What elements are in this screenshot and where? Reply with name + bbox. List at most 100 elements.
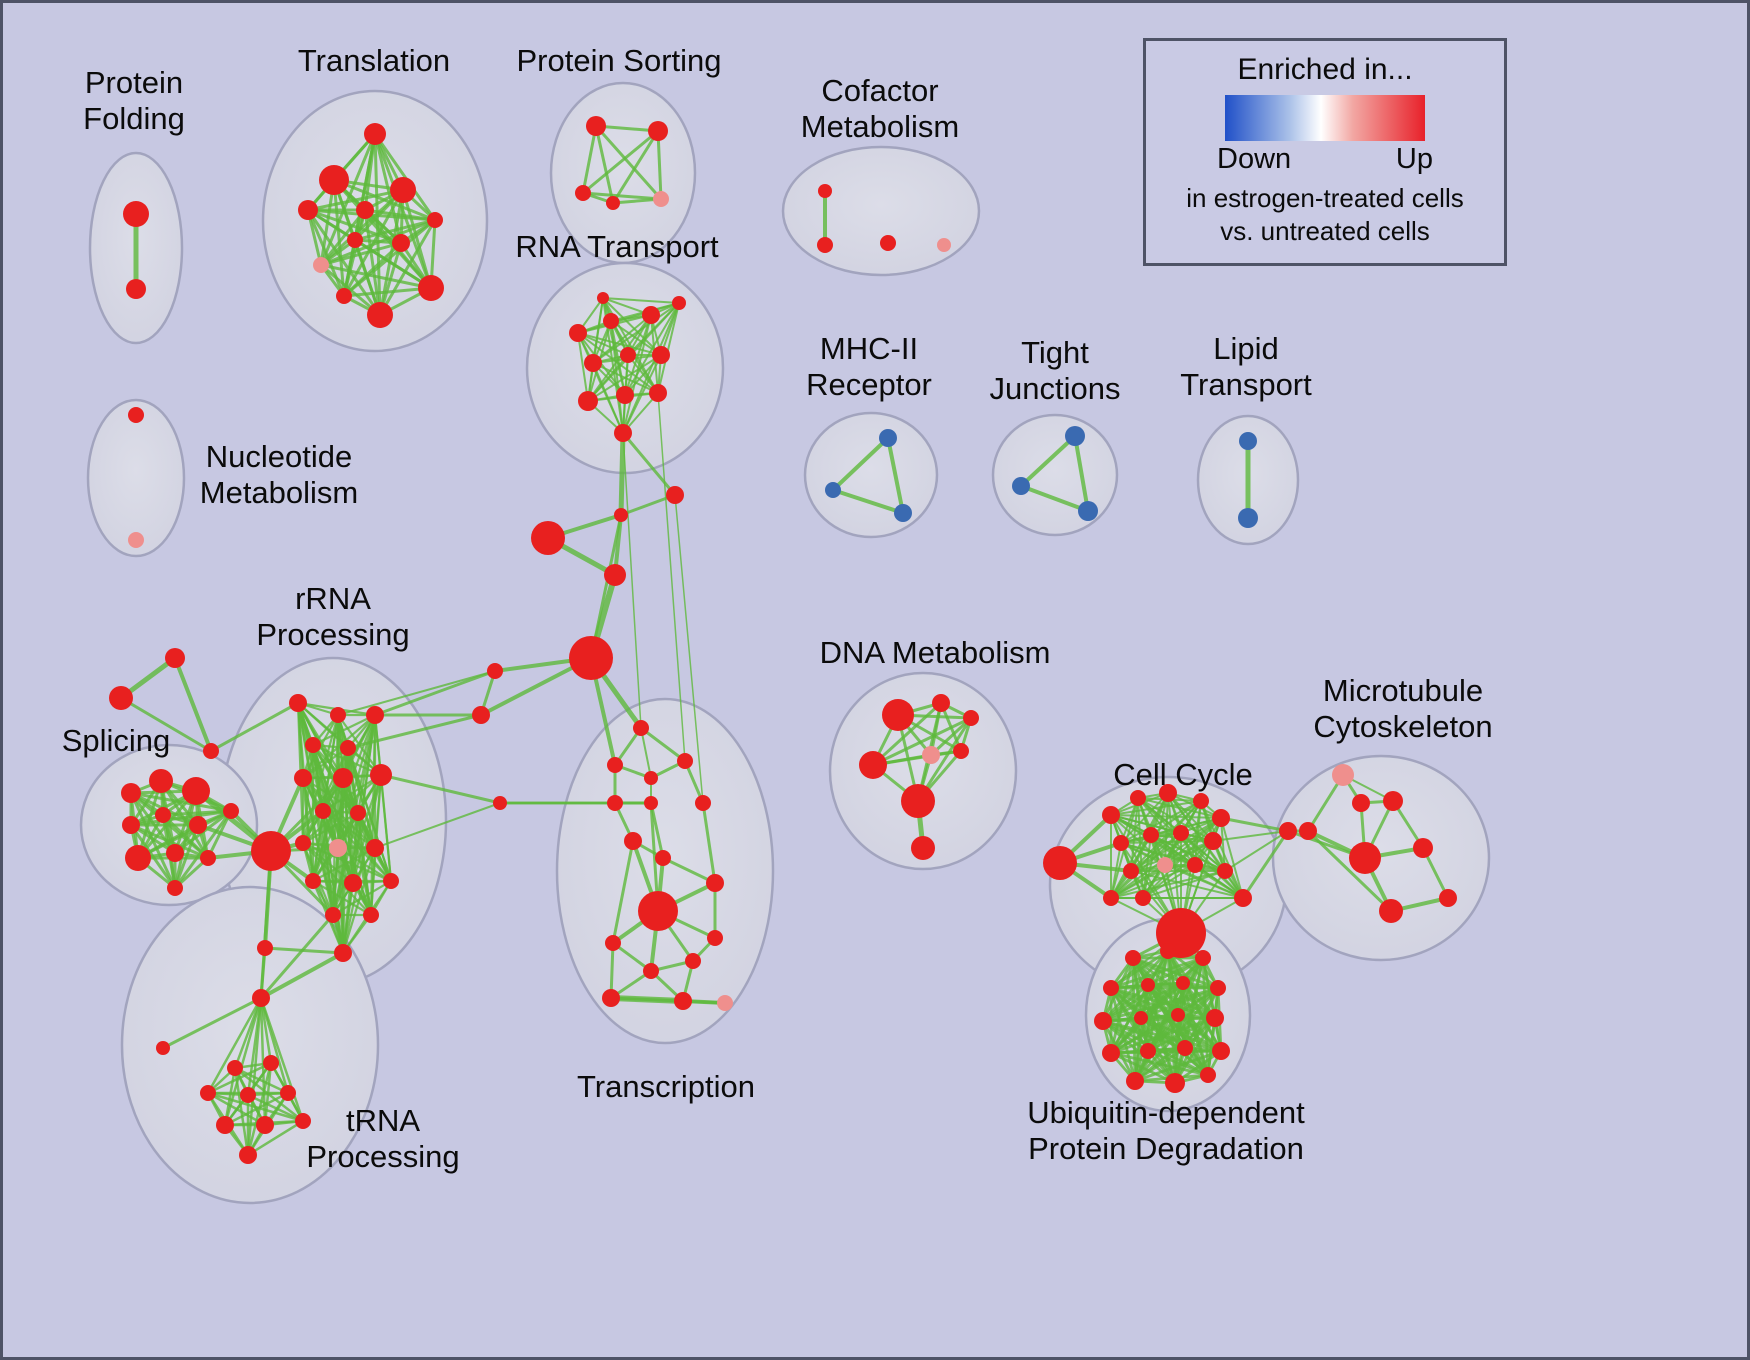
- network-node: [493, 796, 507, 810]
- network-edge: [342, 238, 357, 298]
- network-edge: [1150, 800, 1202, 836]
- network-node: [672, 296, 686, 310]
- network-node: [614, 424, 632, 442]
- network-edge: [622, 302, 680, 434]
- network-node: [340, 740, 356, 756]
- network-node: [644, 771, 658, 785]
- network-node: [1349, 842, 1381, 874]
- network-node: [251, 831, 291, 871]
- network-node: [1135, 890, 1151, 906]
- network-edge: [332, 178, 346, 298]
- network-edge: [1019, 484, 1090, 513]
- network-edge: [1142, 870, 1226, 899]
- network-edge: [1139, 986, 1220, 1020]
- cluster-label-tight-junctions: Junctions: [990, 371, 1121, 406]
- cluster-label-lipid-transport: Transport: [1180, 367, 1312, 402]
- cluster-ellipse-mhc-ii-receptor: [803, 411, 939, 539]
- network-node: [652, 346, 670, 364]
- cluster-label-nucleotide-metabolism: Metabolism: [200, 475, 359, 510]
- network-edge: [831, 488, 905, 515]
- network-node: [578, 391, 598, 411]
- network-node: [123, 201, 149, 227]
- network-edge: [1110, 864, 1166, 899]
- network-node: [203, 743, 219, 759]
- network-edge: [1110, 870, 1226, 899]
- network-node: [642, 306, 660, 324]
- network-node: [366, 706, 384, 724]
- cluster-label-nucleotide-metabolism: Nucleotide: [206, 439, 352, 474]
- network-node: [1193, 793, 1209, 809]
- network-edge: [1142, 864, 1196, 899]
- network-edge: [589, 513, 623, 660]
- network-node: [1177, 1040, 1193, 1056]
- network-node: [298, 200, 318, 220]
- legend-down-label: Down: [1217, 143, 1292, 175]
- network-node: [1187, 857, 1203, 873]
- network-node: [121, 783, 141, 803]
- network-node: [128, 407, 144, 423]
- network-edge: [1130, 840, 1214, 872]
- network-node: [1141, 978, 1155, 992]
- network-edge: [594, 124, 663, 201]
- network-edge: [379, 773, 393, 883]
- network-node: [1130, 790, 1146, 806]
- network-node: [922, 746, 940, 764]
- network-edge: [301, 811, 360, 845]
- cluster-label-ubiquitin-dependent-protein-degradation: Ubiquitin-dependent: [1027, 1095, 1305, 1130]
- network-edge: [373, 669, 497, 717]
- network-edge: [674, 494, 704, 804]
- network-node: [1065, 426, 1085, 446]
- network-edge: [259, 996, 305, 1123]
- network-node: [894, 504, 912, 522]
- network-node: [818, 184, 832, 198]
- network-edge: [119, 696, 213, 753]
- network-node: [649, 384, 667, 402]
- cluster-label-splicing: Splicing: [62, 723, 171, 758]
- cluster-label-cofactor-metabolism: Metabolism: [801, 109, 960, 144]
- network-edge: [1120, 800, 1202, 844]
- network-edge: [136, 809, 233, 860]
- network-node: [606, 196, 620, 210]
- network-node: [334, 944, 352, 962]
- network-node: [584, 354, 602, 372]
- network-node: [1103, 890, 1119, 906]
- network-edge: [401, 188, 433, 290]
- cluster-label-microtubule-cytoskeleton: Cytoskeleton: [1313, 709, 1492, 744]
- network-node: [1140, 1043, 1156, 1059]
- network-node: [166, 844, 184, 862]
- network-node: [1206, 1009, 1224, 1027]
- network-node: [859, 751, 887, 779]
- network-edge: [577, 332, 629, 356]
- network-edge: [577, 332, 589, 402]
- network-edge: [611, 197, 663, 205]
- network-node: [295, 835, 311, 851]
- network-edge: [602, 297, 680, 304]
- network-node: [427, 212, 443, 228]
- network-node: [1159, 784, 1177, 802]
- network-node: [295, 1113, 311, 1129]
- network-edge: [246, 1119, 305, 1157]
- network-edge: [587, 354, 662, 402]
- network-node: [1383, 791, 1403, 811]
- network-node: [644, 796, 658, 810]
- network-node: [1299, 822, 1317, 840]
- network-edge: [622, 432, 642, 729]
- network-edge: [1306, 829, 1393, 913]
- network-node: [223, 803, 239, 819]
- network-node: [707, 930, 723, 946]
- legend-title: Enriched in...: [1237, 53, 1413, 86]
- network-edge: [602, 297, 662, 356]
- nodes-layer: [109, 116, 1457, 1164]
- network-node: [1195, 950, 1211, 966]
- network-node: [882, 699, 914, 731]
- network-node: [531, 521, 565, 555]
- cluster-label-cofactor-metabolism: Cofactor: [821, 73, 938, 108]
- network-node: [605, 935, 621, 951]
- network-node: [1439, 889, 1457, 907]
- network-edge: [1130, 832, 1182, 872]
- network-edge: [1146, 1016, 1217, 1053]
- network-edge: [1101, 983, 1150, 1023]
- network-node: [937, 238, 951, 252]
- legend-caption-line2: vs. untreated cells: [1220, 216, 1430, 246]
- network-edge: [594, 124, 615, 205]
